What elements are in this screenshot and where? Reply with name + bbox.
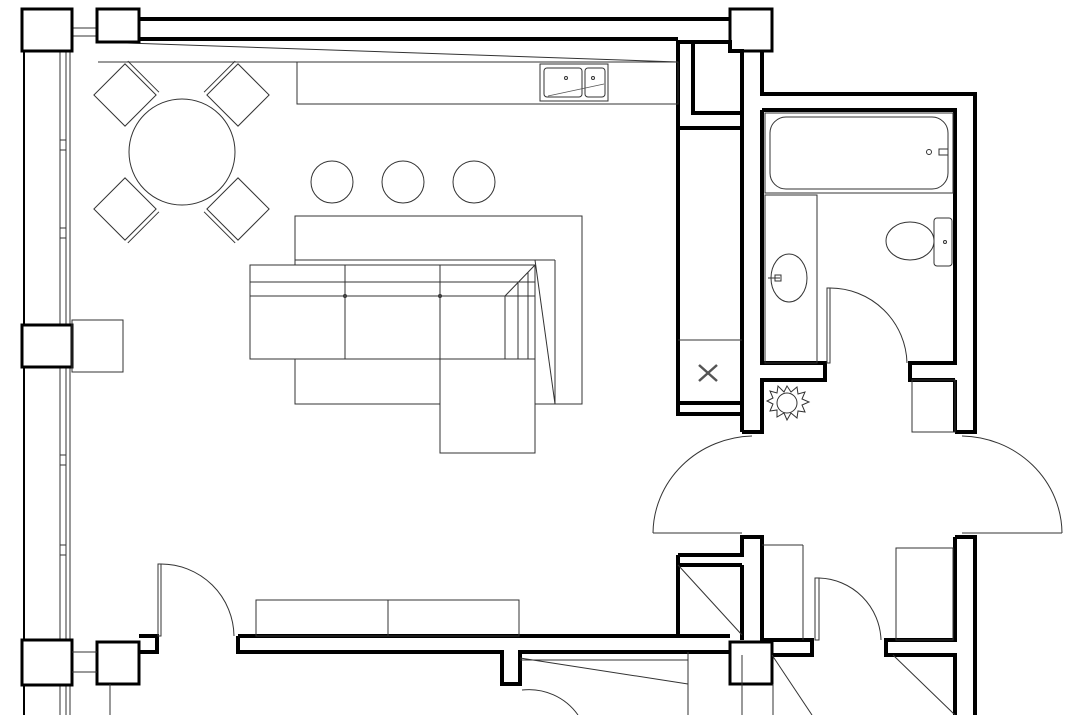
closet-doors xyxy=(521,547,954,715)
column xyxy=(20,323,74,369)
column xyxy=(95,640,141,686)
column xyxy=(20,7,74,53)
south-cabinet xyxy=(255,599,520,637)
potted-plant-icon xyxy=(765,384,811,422)
bathroom-vanity xyxy=(764,194,818,364)
west-window-wall xyxy=(23,40,71,715)
bathroom-door xyxy=(826,287,908,364)
entry-door xyxy=(157,563,235,637)
kitchen-counter xyxy=(296,61,679,105)
interior-wall-south xyxy=(139,535,977,715)
side-table xyxy=(71,319,124,373)
bar-stool xyxy=(381,160,425,204)
column xyxy=(728,7,774,53)
bar-stool xyxy=(452,160,496,204)
column xyxy=(20,638,74,687)
dining-set xyxy=(93,60,270,244)
sectional-sofa xyxy=(249,215,583,454)
floor-drain-icon xyxy=(698,364,718,382)
column xyxy=(95,7,141,44)
bar-stool xyxy=(310,160,354,204)
bathtub xyxy=(764,112,954,194)
interior-wall-east xyxy=(676,40,977,434)
column xyxy=(728,640,774,686)
hall-doors xyxy=(652,435,1063,534)
north-window-wall xyxy=(72,17,730,63)
toilet xyxy=(885,217,953,267)
